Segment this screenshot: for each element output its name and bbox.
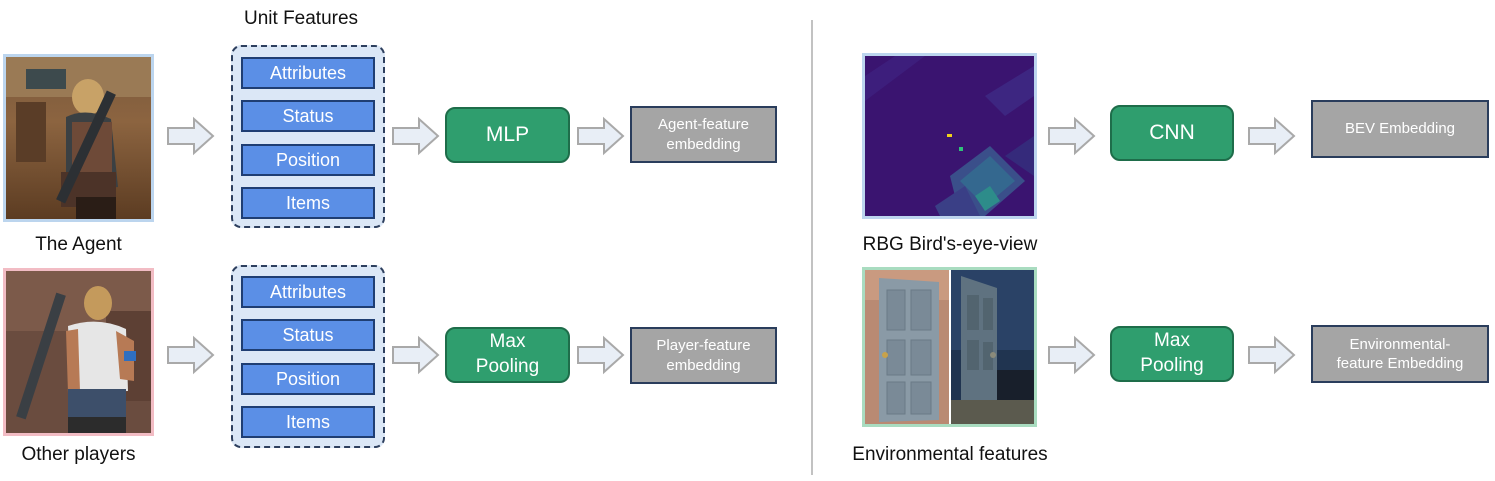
arrow-right-icon [167, 335, 215, 375]
section-divider [811, 20, 813, 475]
arrow-right-icon [1048, 335, 1096, 375]
environmental-caption: Environmental features [852, 444, 1048, 465]
player-embedding-line1: Player-feature [656, 337, 751, 354]
agent-feature-position: Position [241, 144, 375, 176]
agent-caption: The Agent [35, 234, 122, 255]
player-feature-position: Position [241, 363, 375, 395]
env-max-pooling-block: Max Pooling [1110, 326, 1234, 382]
cnn-block: CNN [1110, 105, 1234, 161]
env-embedding-line2: feature Embedding [1336, 355, 1464, 372]
bev-caption: RBG Bird's-eye-view [862, 234, 1038, 255]
agent-feature-items: Items [241, 187, 375, 219]
environmental-image [862, 267, 1037, 427]
player-feature-items: Items [241, 406, 375, 438]
bev-image [862, 53, 1037, 219]
agent-embedding-line1: Agent-feature [658, 116, 749, 133]
player-feature-status: Status [241, 319, 375, 351]
arrow-right-icon [167, 116, 215, 156]
arrow-right-icon [1248, 335, 1296, 375]
env-embedding-line1: Environmental- [1349, 335, 1451, 353]
player-feature-attributes: Attributes [241, 276, 375, 308]
arrow-right-icon [392, 335, 440, 375]
agent-feature-embedding: Agent-feature embedding [630, 106, 777, 163]
player-max-pooling-block: Max Pooling [445, 327, 570, 383]
mlp-block: MLP [445, 107, 570, 163]
agent-feature-status: Status [241, 100, 375, 132]
arrow-right-icon [577, 335, 625, 375]
player-embedding-line2: embedding [666, 356, 741, 374]
player-max-pooling-line2: Pooling [475, 356, 540, 377]
player-max-pooling-line1: Max [489, 331, 526, 353]
arrow-right-icon [1248, 116, 1296, 156]
agent-image [3, 54, 154, 222]
agent-embedding-line2: embedding [666, 135, 741, 153]
arrow-right-icon [577, 116, 625, 156]
environmental-feature-embedding: Environmental- feature Embedding [1311, 325, 1489, 383]
other-players-image [3, 268, 154, 436]
env-max-pooling-line2: Pooling [1140, 355, 1204, 376]
agent-unit-features-group: Attributes Status Position Items [231, 45, 385, 228]
player-unit-features-group: Attributes Status Position Items [231, 265, 385, 448]
arrow-right-icon [1048, 116, 1096, 156]
player-feature-embedding: Player-feature embedding [630, 327, 777, 384]
unit-features-title: Unit Features [244, 8, 359, 29]
other-players-caption: Other players [21, 444, 136, 465]
bev-embedding: BEV Embedding [1311, 100, 1489, 158]
agent-feature-attributes: Attributes [241, 57, 375, 89]
arrow-right-icon [392, 116, 440, 156]
env-max-pooling-line1: Max [1154, 330, 1190, 352]
